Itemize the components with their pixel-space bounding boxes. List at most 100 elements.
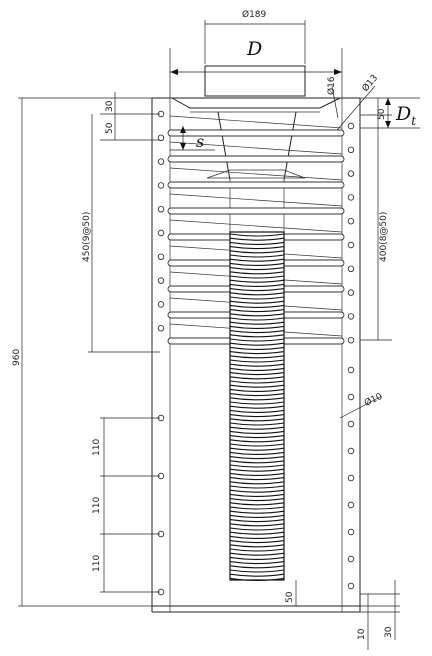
thread-ridge bbox=[229, 544, 285, 548]
left-hole bbox=[157, 277, 165, 284]
left-hole bbox=[157, 253, 165, 260]
thread-ridge bbox=[229, 296, 285, 300]
symbol-dt-label: Dt bbox=[395, 103, 416, 128]
right-hole bbox=[347, 241, 355, 249]
thread-ridge bbox=[229, 292, 285, 296]
thread-ridge bbox=[229, 254, 285, 258]
thread-ridge bbox=[229, 283, 285, 287]
right-lower-hole bbox=[347, 582, 355, 590]
right-lower-hole bbox=[347, 366, 355, 374]
thread-ridge bbox=[229, 279, 285, 283]
thread-ridge bbox=[229, 460, 285, 464]
left-hole bbox=[157, 301, 165, 308]
spiral-bar bbox=[167, 129, 345, 137]
right-lower-hole bbox=[347, 447, 355, 455]
thread-ridge bbox=[229, 414, 285, 418]
right-hole bbox=[347, 289, 355, 296]
thread-ridge bbox=[229, 351, 285, 355]
thread-ridge bbox=[229, 493, 285, 497]
thread-ridge bbox=[229, 330, 285, 334]
right-lower-hole bbox=[347, 474, 355, 482]
thread-ridge bbox=[229, 485, 285, 489]
thread-ridge bbox=[229, 342, 285, 346]
thread-ridge bbox=[229, 409, 285, 413]
hole-spacing-3-label: 110 bbox=[92, 555, 102, 572]
right-lower-hole bbox=[347, 420, 355, 428]
thread-ridge bbox=[229, 321, 285, 325]
right-hole bbox=[347, 337, 355, 344]
thread-ridge bbox=[229, 380, 285, 384]
spiral-bar bbox=[167, 155, 345, 163]
right-first-label: 50 bbox=[377, 108, 387, 120]
hole-spacing-1-label: 110 bbox=[92, 439, 102, 456]
thread-ridge bbox=[229, 514, 285, 518]
symbol-dt-sub: t bbox=[411, 114, 416, 128]
thread-ridge bbox=[229, 325, 285, 329]
spiral-back-line bbox=[169, 167, 343, 181]
thread-ridge bbox=[229, 418, 285, 422]
thread-ridge bbox=[229, 498, 285, 502]
bottom-gap-label: 50 bbox=[285, 591, 295, 603]
right-hole bbox=[347, 265, 355, 272]
right-lower-hole bbox=[347, 528, 355, 536]
top-offset-label: 30 bbox=[105, 100, 115, 112]
spiral-back-line bbox=[169, 141, 343, 155]
thread-ridge bbox=[229, 363, 285, 367]
thread-ridge bbox=[229, 561, 285, 565]
right-hole bbox=[347, 217, 355, 225]
thread-ridge bbox=[229, 317, 285, 321]
spiral-reinforcement bbox=[167, 115, 345, 345]
left-hole bbox=[157, 158, 165, 165]
thread-ridge bbox=[229, 355, 285, 359]
left-hole bbox=[157, 182, 165, 189]
thread-ridge bbox=[229, 456, 285, 460]
thread-ridge bbox=[229, 304, 285, 308]
thread-ridge bbox=[229, 577, 285, 581]
thread-ridge bbox=[229, 313, 285, 317]
thread-ridge bbox=[229, 372, 285, 376]
top-diameter-label: Ø189 bbox=[242, 9, 267, 20]
thread-ridge bbox=[229, 519, 285, 523]
spiral-back-line bbox=[169, 219, 343, 233]
left-hole bbox=[157, 325, 165, 332]
hole-spacing-2-label: 110 bbox=[92, 497, 102, 514]
thread-ridge bbox=[229, 489, 285, 493]
spiral-height-left-label: 450(9@50) bbox=[82, 212, 92, 262]
spiral-back-line bbox=[169, 115, 343, 129]
thread-ridge bbox=[229, 439, 285, 443]
thread-ridge bbox=[229, 233, 285, 237]
thread-ridge bbox=[229, 451, 285, 455]
thread-ridge bbox=[229, 565, 285, 569]
thread-ridge bbox=[229, 275, 285, 279]
thread-ridge bbox=[229, 262, 285, 266]
thread-ridge bbox=[229, 367, 285, 371]
thread-ridge bbox=[229, 447, 285, 451]
threaded-bar bbox=[229, 231, 285, 581]
thread-ridge bbox=[229, 271, 285, 275]
thread-ridge bbox=[229, 527, 285, 531]
thread-ridge bbox=[229, 246, 285, 250]
right-hole bbox=[347, 146, 355, 153]
spiral-bar bbox=[167, 207, 345, 215]
diameter-16-label: Ø16 bbox=[326, 76, 337, 95]
thread-ridge bbox=[229, 401, 285, 405]
thread-ridge bbox=[229, 531, 285, 535]
thread-ridge bbox=[229, 422, 285, 426]
left-hole bbox=[157, 205, 165, 213]
thread-ridge bbox=[229, 506, 285, 510]
thread-ridge bbox=[229, 250, 285, 254]
symbol-s-label: s bbox=[196, 132, 204, 151]
thread-ridge bbox=[229, 468, 285, 472]
dimension-lines bbox=[18, 20, 420, 650]
thread-ridge bbox=[229, 510, 285, 514]
thread-ridge bbox=[229, 346, 285, 350]
right-hole bbox=[347, 122, 355, 130]
right-hole bbox=[347, 170, 355, 177]
total-height-label: 960 bbox=[12, 349, 22, 366]
thread-ridge bbox=[229, 258, 285, 262]
thread-ridge bbox=[229, 384, 285, 388]
diameter-13-label: Ø13 bbox=[360, 73, 380, 94]
thread-ridge bbox=[229, 393, 285, 397]
thread-ridge bbox=[229, 267, 285, 271]
